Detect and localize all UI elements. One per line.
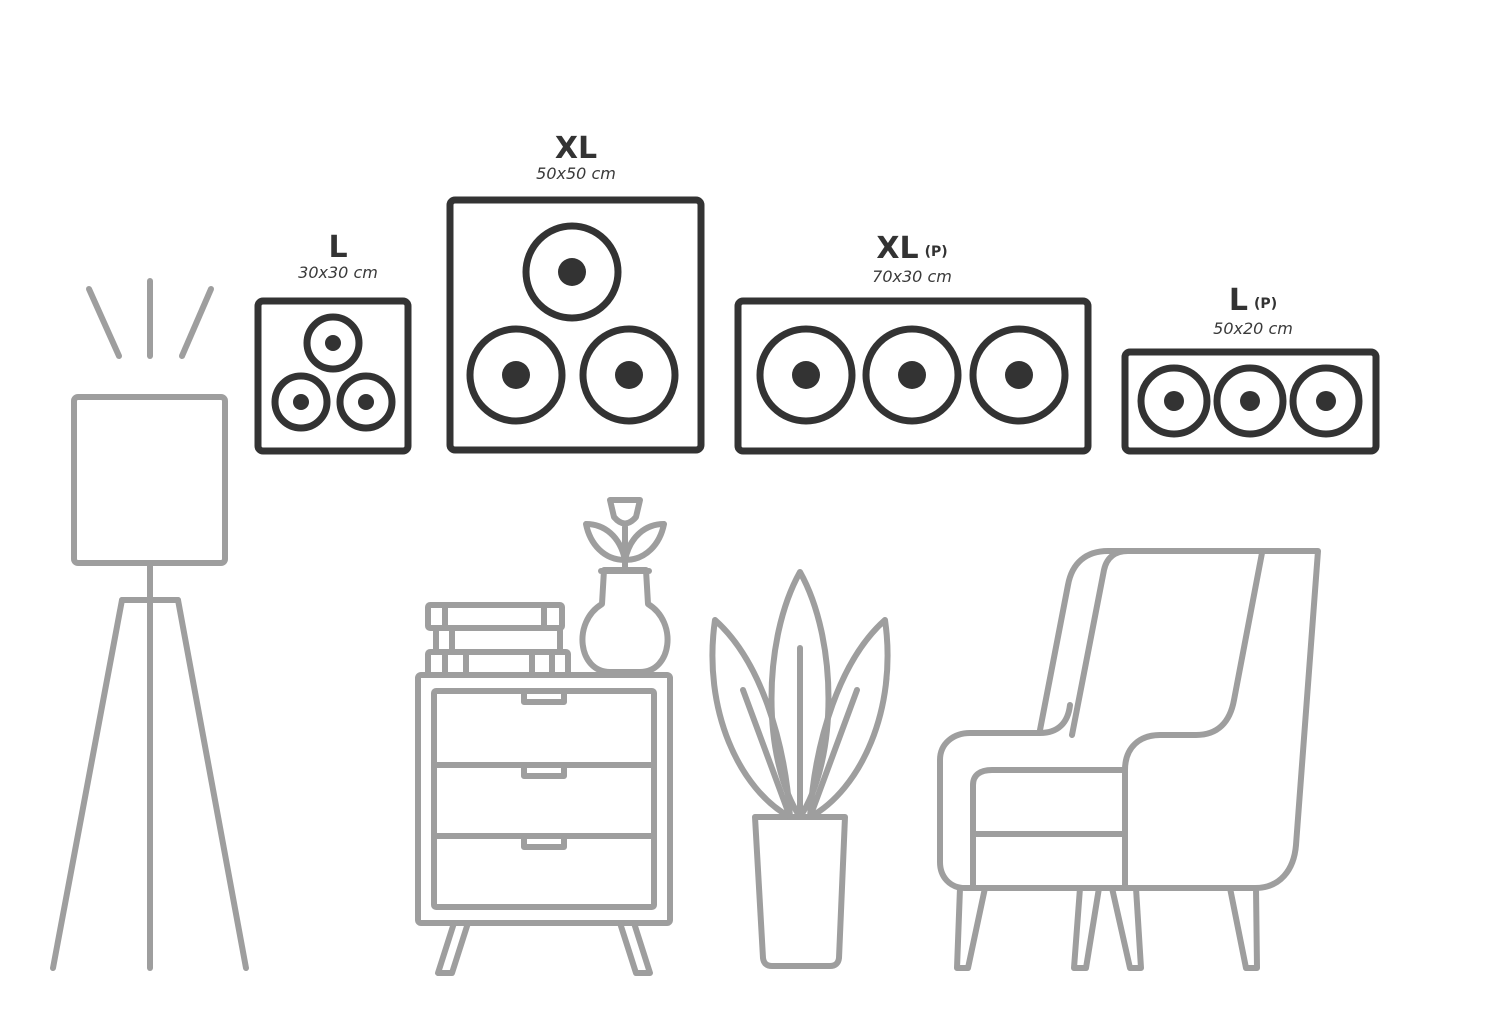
panel-l-dims: 30x30 cm [298,263,378,282]
panel-l-label: L 30x30 cm [298,232,378,282]
panel-l-p-tag: (P) [1254,296,1278,312]
panel-l-p-dims: 50x20 cm [1213,319,1293,338]
panel-l [254,297,412,455]
panel-xl-size: XL [554,131,598,166]
armchair-icon [937,548,1321,971]
panel-xl-p-size: XL [876,231,919,266]
panel-xl-p [734,297,1092,455]
panel-l-p-size: L [1228,283,1249,318]
panel-l-p [1121,348,1380,455]
floor-lamp-icon [50,278,249,971]
flower-vase-icon [579,497,671,675]
panel-xl-dims: 50x50 cm [536,164,616,183]
panel-xl-p-tag: (P) [924,244,948,260]
panel-l-size: L [328,230,348,265]
panel-xl-label: XL 50x50 cm [536,133,616,183]
books-icon [425,602,571,678]
panel-xl [446,196,705,454]
potted-plant-icon [709,569,891,969]
panel-l-p-label: L (P) 50x20 cm [1213,285,1293,338]
nightstand-icon [415,672,673,976]
panel-xl-p-dims: 70x30 cm [872,267,952,286]
panel-xl-p-label: XL (P) 70x30 cm [872,233,952,286]
